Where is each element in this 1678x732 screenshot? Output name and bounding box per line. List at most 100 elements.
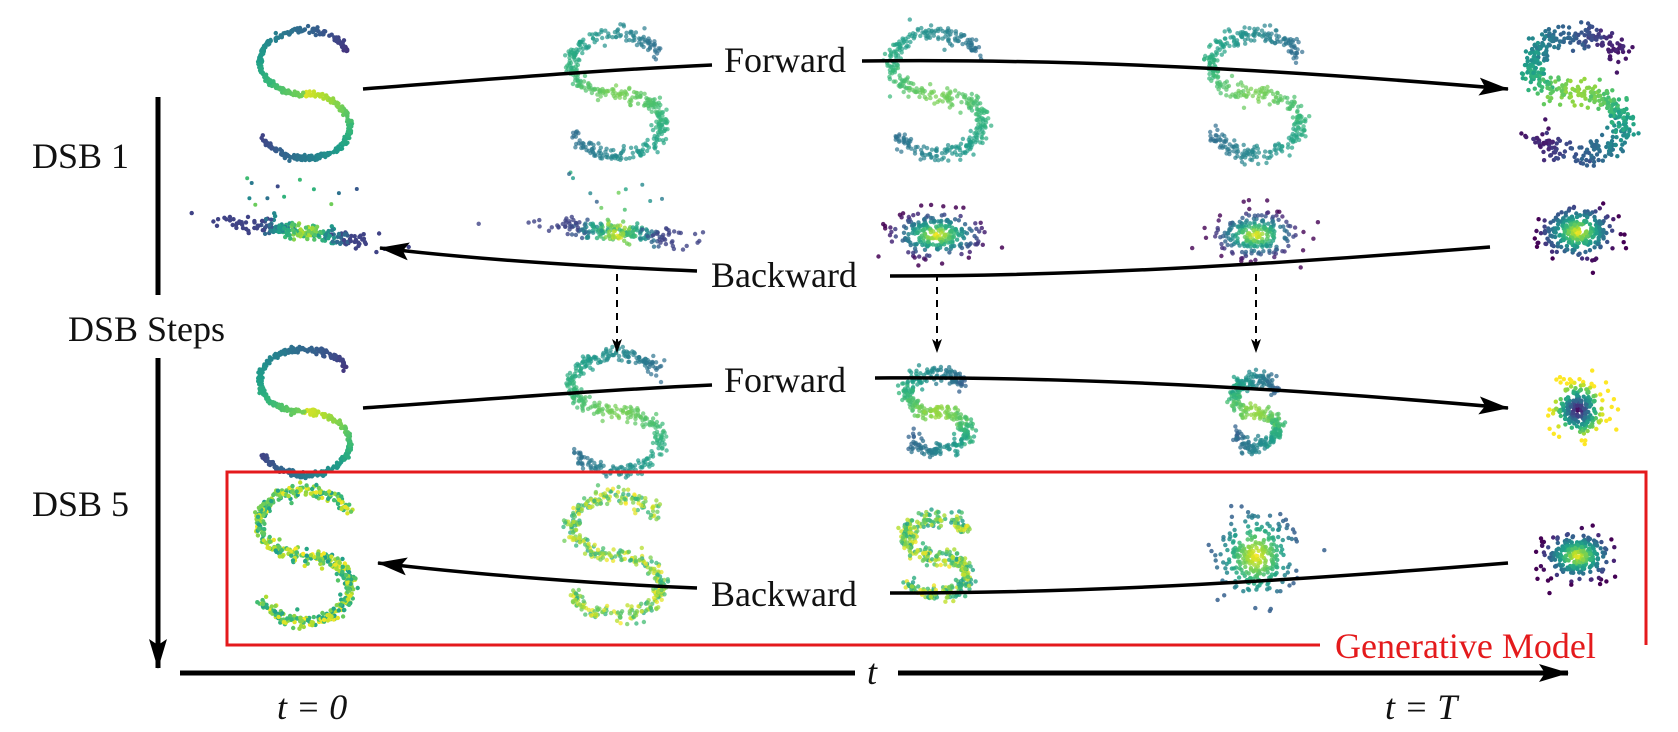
scatter-point <box>1245 244 1250 249</box>
scatter-point <box>974 97 979 103</box>
scatter-point <box>1227 228 1232 233</box>
scatter-point <box>1241 199 1246 204</box>
scatter-point <box>1581 153 1586 158</box>
scatter-point <box>273 30 278 36</box>
scatter-point <box>303 225 309 230</box>
scatter-point <box>934 412 940 417</box>
scatter-point <box>345 133 350 138</box>
scatter-point <box>1273 94 1279 100</box>
scatter-point <box>1225 242 1230 248</box>
scatter-point <box>603 28 608 33</box>
scatter-point <box>939 151 945 156</box>
scatter-point <box>1210 55 1215 60</box>
scatter-point <box>1599 97 1605 102</box>
scatter-point <box>945 445 950 451</box>
scatter-point <box>1292 133 1297 138</box>
scatter-point <box>959 416 964 421</box>
scatter-point <box>904 137 909 142</box>
scatter-point <box>1553 155 1559 161</box>
scatter-point <box>1604 144 1609 150</box>
scatter-point <box>940 28 945 34</box>
scatter-point <box>662 237 668 242</box>
scatter-point <box>611 93 617 99</box>
scatter-point <box>1259 28 1265 33</box>
scatter-point <box>1261 249 1266 254</box>
scatter-point <box>1592 218 1598 223</box>
scatter-point <box>1563 210 1569 216</box>
scatter-point <box>978 53 983 58</box>
scatter-point <box>1610 134 1616 140</box>
scatter-point <box>1211 72 1216 77</box>
scatter-point <box>1236 230 1241 236</box>
scatter-point <box>657 424 663 429</box>
scatter-point <box>334 35 339 40</box>
scatter-point <box>622 351 627 356</box>
scatter-point <box>303 93 309 99</box>
scatter-point <box>958 141 964 146</box>
scatter-point <box>640 147 646 152</box>
scatter-point <box>1582 46 1587 51</box>
scatter-point <box>1213 234 1218 239</box>
scatter-point <box>975 132 980 138</box>
scatter-point <box>1598 245 1603 250</box>
scatter-point <box>601 88 606 94</box>
scatter-point <box>925 449 930 454</box>
scatter-point <box>974 37 979 43</box>
scatter-point <box>622 404 627 410</box>
scatter-point <box>605 217 610 222</box>
scatter-point <box>657 237 662 242</box>
scatter-point <box>1590 33 1595 38</box>
scatter-point <box>634 355 639 360</box>
scatter-point <box>565 231 570 237</box>
scatter-point <box>973 221 978 226</box>
scatter-point <box>921 228 926 233</box>
scatter-point <box>916 363 922 368</box>
scatter-point <box>908 39 913 45</box>
scatter-point <box>1588 94 1594 99</box>
scatter-point <box>923 152 928 158</box>
scatter-point <box>1262 23 1267 28</box>
scatter-point <box>579 360 585 366</box>
scatter-point <box>925 235 931 240</box>
scatter-point <box>1596 32 1601 37</box>
scatter-point <box>1255 244 1260 249</box>
scatter-point <box>1587 98 1592 103</box>
scatter-point <box>980 136 985 141</box>
scatter-point <box>1563 82 1569 87</box>
scatter-point <box>647 464 652 469</box>
scatter-point <box>1595 42 1600 47</box>
scatter-point <box>897 132 902 137</box>
scatter-point <box>643 422 648 427</box>
scatter-point <box>1553 226 1559 231</box>
scatter-point <box>1222 140 1227 145</box>
scatter-point <box>1601 91 1607 97</box>
scatter-point <box>285 228 291 233</box>
scatter-point <box>1260 34 1265 39</box>
scatter-point <box>1594 138 1599 144</box>
scatter-point <box>1269 372 1274 377</box>
scatter-point <box>1624 135 1629 140</box>
scatter-point <box>635 407 640 412</box>
scatter-point <box>596 357 602 363</box>
scatter-point <box>1600 158 1606 163</box>
scatter-point <box>1240 83 1245 88</box>
scatter-point <box>968 435 973 440</box>
scatter-point <box>1604 230 1609 236</box>
scatter-point <box>276 229 281 235</box>
scatter-point <box>1617 43 1623 48</box>
scatter-point <box>1538 231 1544 236</box>
scatter-point <box>907 368 912 373</box>
scatter-point <box>1624 106 1629 112</box>
scatter-point <box>975 107 981 112</box>
scatter-point <box>214 223 220 228</box>
scatter-point <box>1214 51 1220 56</box>
scatter-point <box>1621 240 1626 245</box>
scatter-point <box>563 53 568 58</box>
scatter-point <box>627 462 633 467</box>
scatter-point <box>1274 373 1279 379</box>
scatter-point <box>1249 157 1255 163</box>
scatter-point <box>222 215 227 220</box>
scatter-point <box>1554 141 1559 146</box>
scatter-point <box>930 216 935 221</box>
